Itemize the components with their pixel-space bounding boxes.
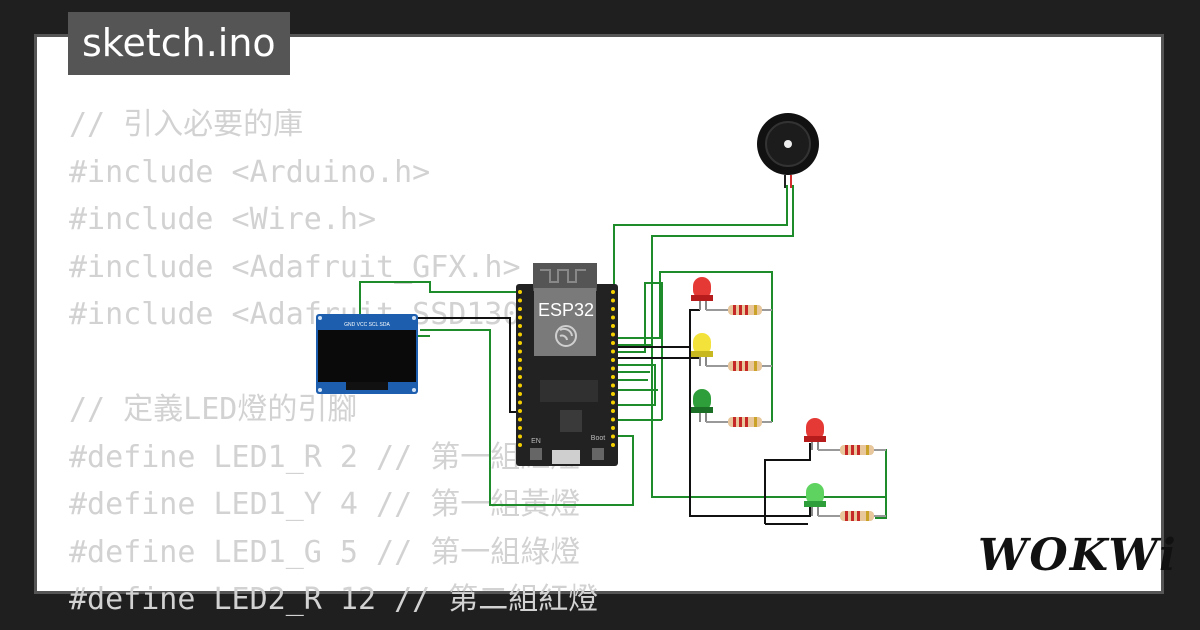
pin bbox=[611, 332, 615, 337]
code-line: #include <Adafruit_GFX.h> bbox=[69, 249, 521, 285]
pin bbox=[518, 315, 522, 320]
led-red-1[interactable] bbox=[691, 277, 713, 310]
pin bbox=[611, 426, 615, 430]
traffic-light-1 bbox=[691, 277, 772, 427]
traffic-light-2 bbox=[804, 418, 886, 521]
pin bbox=[611, 409, 615, 413]
pin bbox=[518, 426, 522, 430]
pin bbox=[611, 315, 615, 320]
pin bbox=[611, 434, 615, 439]
pin-header-left bbox=[518, 290, 522, 447]
oled-pin-labels: GND VCC SCL SDA bbox=[344, 322, 390, 328]
led-yellow-1[interactable] bbox=[691, 333, 713, 366]
buzzer[interactable] bbox=[757, 113, 819, 188]
usb-port bbox=[552, 450, 580, 464]
en-label: EN bbox=[531, 438, 541, 445]
led-green-2[interactable] bbox=[804, 483, 826, 516]
oled-display[interactable]: GND VCC SCL SDA bbox=[316, 314, 418, 394]
pin bbox=[611, 443, 615, 447]
pin bbox=[611, 383, 615, 388]
pin bbox=[518, 307, 522, 311]
pin bbox=[518, 392, 522, 396]
pin bbox=[518, 358, 522, 362]
pin bbox=[611, 349, 615, 354]
wires-green bbox=[359, 185, 887, 519]
led-red-2[interactable] bbox=[804, 418, 826, 450]
pin bbox=[518, 349, 522, 354]
pin bbox=[518, 332, 522, 337]
pin bbox=[518, 366, 522, 371]
pin bbox=[611, 341, 615, 345]
pin bbox=[518, 400, 522, 405]
pin bbox=[518, 341, 522, 345]
wokwi-logo: WOKWi bbox=[978, 530, 1178, 581]
pin bbox=[518, 298, 522, 303]
pin bbox=[518, 409, 522, 413]
pin bbox=[518, 383, 522, 388]
led-green-1[interactable] bbox=[691, 389, 713, 422]
pin bbox=[518, 375, 522, 379]
resistor-5[interactable] bbox=[818, 511, 886, 521]
code-line: // 引入必要的庫 bbox=[69, 107, 304, 142]
resistor-3[interactable] bbox=[706, 417, 772, 427]
boot-label: Boot bbox=[591, 435, 605, 442]
code-line: #define LED1_Y 4 // 第一組黃燈 bbox=[69, 487, 581, 522]
resistor-4[interactable] bbox=[818, 445, 886, 455]
pin bbox=[611, 400, 615, 405]
pin bbox=[611, 290, 615, 294]
pin-header-right bbox=[611, 290, 615, 447]
espressif-logo-icon bbox=[555, 325, 577, 347]
code-line: #define LED2_R 12 // 第二組紅燈 bbox=[69, 582, 599, 617]
pin bbox=[611, 366, 615, 371]
code-editor[interactable]: // 引入必要的庫 #include <Arduino.h> #include <W… bbox=[69, 101, 598, 624]
pin bbox=[518, 443, 522, 447]
code-line: #include <Arduino.h> bbox=[69, 154, 431, 190]
code-line: // 定義LED燈的引腳 bbox=[69, 392, 358, 427]
pin bbox=[611, 307, 615, 311]
esp32-label: ESP32 bbox=[538, 300, 594, 320]
resistor-1[interactable] bbox=[706, 305, 772, 315]
pin bbox=[611, 324, 615, 328]
en-button[interactable] bbox=[530, 448, 542, 460]
esp32-board[interactable]: ESP32 EN Boot bbox=[516, 263, 618, 466]
pin bbox=[518, 324, 522, 328]
boot-button[interactable] bbox=[592, 448, 604, 460]
pin bbox=[518, 290, 522, 294]
pin bbox=[611, 417, 615, 422]
pin bbox=[611, 358, 615, 362]
pin bbox=[611, 392, 615, 396]
pin bbox=[611, 298, 615, 303]
resistor-2[interactable] bbox=[706, 361, 772, 371]
pin bbox=[518, 417, 522, 422]
pin bbox=[518, 434, 522, 439]
code-line: #include <Wire.h> bbox=[69, 202, 377, 237]
preview-card: // 引入必要的庫 #include <Arduino.h> #include <W… bbox=[34, 34, 1164, 617]
pin bbox=[611, 375, 615, 379]
code-line: #define LED1_G 5 // 第一組綠燈 bbox=[69, 534, 581, 570]
file-tab[interactable]: sketch.ino bbox=[68, 12, 290, 75]
